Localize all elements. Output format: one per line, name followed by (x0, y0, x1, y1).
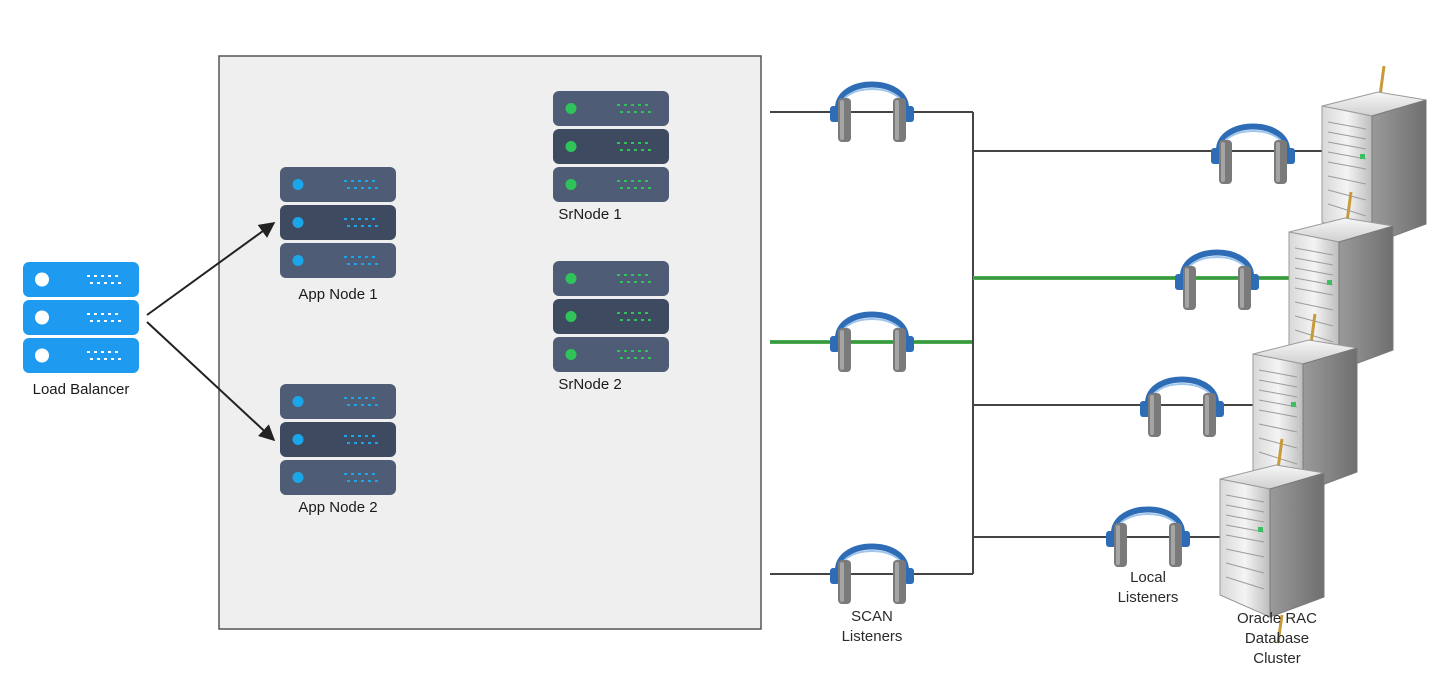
local-listener-3-headphone-icon (1140, 380, 1224, 438)
rac-cluster-label-line1: Oracle RAC (1237, 610, 1317, 627)
local-listeners-label-line1: Local (1130, 569, 1166, 586)
app-tier-container (218, 55, 762, 630)
app-node-1-server-icon (280, 167, 396, 278)
srnode-1-label: SrNode 1 (558, 206, 621, 223)
app-node-2-label: App Node 2 (298, 499, 377, 516)
load-balancer-label: Load Balancer (33, 381, 130, 398)
local-listener-4-headphone-icon (1106, 510, 1190, 568)
arrow-to-app-node-1 (146, 222, 276, 316)
app-node-2-server-icon (280, 384, 396, 495)
local-listener-1-headphone-icon (1211, 127, 1295, 185)
srnode-2-server-icon (553, 261, 669, 372)
load-balancer-icon (23, 262, 139, 373)
scan-listener-1-headphone-icon (830, 85, 914, 143)
scan-listener-3-headphone-icon (830, 547, 914, 605)
rac-cluster-label-line2: Database (1245, 630, 1309, 647)
srnode-1-server-icon (553, 91, 669, 202)
local-listeners-label-line2: Listeners (1118, 589, 1179, 606)
local-listener-2-headphone-icon (1175, 253, 1259, 311)
rac-cluster-label-line3: Cluster (1253, 650, 1301, 667)
scan-listeners-label-line1: SCAN (851, 608, 893, 625)
scan-listeners-label-line2: Listeners (842, 628, 903, 645)
arrow-to-app-node-2 (146, 321, 276, 442)
app-node-1-label: App Node 1 (298, 286, 377, 303)
srnode-2-label: SrNode 2 (558, 376, 621, 393)
